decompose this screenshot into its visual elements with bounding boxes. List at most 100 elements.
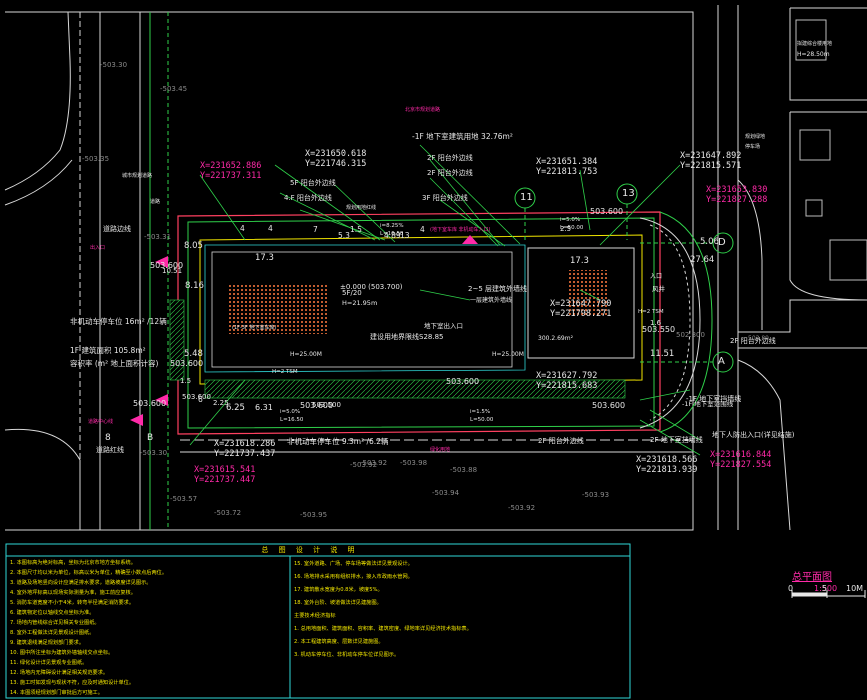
note-right-item: 15. 室外道路、广场、停车场等做法详见景观设计。 bbox=[294, 561, 413, 567]
label-l-s4: L=16.50 bbox=[280, 417, 304, 423]
bottom-road bbox=[180, 439, 693, 453]
label-l-building-name: 建设用地界限线S28.85 bbox=[370, 333, 444, 341]
notes-right-column: 15. 室外道路、广场、停车场等做法详见景观设计。 16. 场地排水采用有组织排水… bbox=[294, 558, 628, 662]
label-l-2-5-roof: 2~5 层建筑外墙线 bbox=[468, 285, 527, 293]
coord-c5-x: X=231652.886 bbox=[200, 161, 262, 171]
label-l-parking-left: 非机动车停车位 16m² /12辆 bbox=[70, 317, 167, 326]
leader-lines bbox=[189, 144, 701, 456]
label-l-s3: i=5.0% bbox=[280, 409, 301, 415]
note-left-item: 1. 本图标高为绝对标高，坐标为北京市地方坐标系统。 bbox=[10, 560, 136, 566]
elev-e22: -503.30 bbox=[100, 61, 128, 69]
left-road bbox=[4, 11, 169, 530]
dim-d-1151: 11.51 bbox=[650, 349, 675, 359]
elev-e16: -503.57 bbox=[170, 495, 198, 503]
entry-arrows bbox=[130, 235, 478, 426]
elev-e25: -503.30 bbox=[140, 449, 168, 457]
label-l-2f-outer: 2F 阳台外边线 bbox=[730, 337, 776, 345]
scale-10: 10M bbox=[846, 584, 864, 593]
note-left-item: 7. 场地内管线综合详见相关专业图纸。 bbox=[10, 620, 100, 626]
note-left-item: 10. 图中所注坐标为建筑外墙轴线交点坐标。 bbox=[10, 650, 114, 656]
label-l-5f-outline: 5F 阳台外边线 bbox=[290, 179, 336, 187]
elev-e1: 503.600 bbox=[150, 261, 184, 270]
dim-d-4: 4 bbox=[240, 224, 245, 233]
scale-0: 0 bbox=[788, 584, 794, 593]
coord-c2-y: Y=221813.753 bbox=[536, 167, 598, 177]
note-right-item: 17. 建筑散水宽度为0.8米，坡度5%。 bbox=[294, 587, 383, 593]
label-l-4f-outline: 4.F 阳台外边线 bbox=[284, 194, 332, 202]
label-l-entry-right: 入口 bbox=[650, 273, 663, 280]
drawing-scale: 1:500 bbox=[814, 584, 838, 593]
notes-title: 总 图 设 计 说 明 bbox=[261, 546, 359, 554]
elev-e2: 503.600 bbox=[170, 359, 204, 368]
elev-e14: -503.93 bbox=[582, 491, 610, 499]
coord-c5-y: Y=221737.311 bbox=[200, 171, 262, 181]
label-l-road-n: 道路 bbox=[150, 199, 161, 205]
label-l-green: 绿化用地 bbox=[430, 447, 451, 453]
note-left-item: 11. 绿化设计详见景观专业图纸。 bbox=[10, 660, 88, 666]
label-l-left-top: 城市规划道路 bbox=[122, 173, 153, 179]
dim-d-15: 1.5 bbox=[350, 225, 362, 234]
elev-e18: -503.95 bbox=[300, 511, 328, 519]
elev-e6: 503.550 bbox=[642, 325, 676, 334]
coord-c11-x: X=231616.844 bbox=[710, 450, 772, 460]
label-l-1f-area2: 容积率 (m² 地上面积计容) bbox=[70, 359, 159, 368]
coord-c4-y: Y=221827.288 bbox=[706, 195, 768, 205]
label-l-1f-basement: -1F 地下室挡墙线 bbox=[686, 395, 742, 403]
dim-d-58: 5.48 bbox=[184, 349, 203, 359]
note-left-item: 2. 本图尺寸均以米为单位，标高以米为单位，精确至小数点后两位。 bbox=[10, 570, 168, 576]
label-l-top-right-h: H=28.50m bbox=[797, 51, 830, 58]
label-l-right-small: 规划绿地 bbox=[745, 134, 766, 140]
bike-parking-hatch-left bbox=[169, 299, 185, 381]
label-l-s6: L=50.00 bbox=[560, 225, 584, 231]
dim-d-15b: 1.5 bbox=[180, 377, 192, 385]
dim-d-173a: 17.3 bbox=[255, 253, 274, 263]
coord-c4-x: X=231653.830 bbox=[706, 185, 768, 195]
dim-d-53: 5.3 bbox=[338, 231, 350, 240]
label-l-2f-outline-b: 2F 阳台外边线 bbox=[427, 169, 473, 177]
label-l-left-mid: 道路中心线 bbox=[88, 419, 114, 425]
label-l-s7: i=8.25% bbox=[380, 223, 404, 229]
elev-e26: 502.300 bbox=[676, 331, 705, 339]
coord-c11-y: Y=221827.554 bbox=[710, 460, 772, 470]
right-road bbox=[737, 19, 867, 531]
dim-d-25: 2.5 bbox=[560, 225, 572, 233]
dim-d-16: 1.6 bbox=[650, 319, 662, 327]
drawing-title: 总平面图 1:500 bbox=[792, 568, 867, 594]
coord-c9-y: Y=221737.447 bbox=[194, 475, 256, 485]
label-l-s5: i=5.0% bbox=[560, 217, 581, 223]
label-l-area-right: 300.2.69m² bbox=[538, 335, 573, 342]
label-l-3f-outline: 3F 阳台外边线 bbox=[422, 194, 468, 202]
site-boundary bbox=[177, 211, 661, 435]
label-l-h3: H=25.00M bbox=[492, 351, 524, 358]
dim-d-225: 2.25 bbox=[213, 399, 229, 407]
label-l-2-5-roof2: 一层建筑外墙线 bbox=[470, 297, 513, 304]
elev-e20: -503.88 bbox=[450, 466, 478, 474]
note-right-item: 16. 场地排水采用有组织排水，接入市政雨水管网。 bbox=[294, 574, 413, 580]
label-l-s1: i=1.5% bbox=[470, 409, 491, 415]
note-right-item: 主要技术经济指标 bbox=[294, 613, 336, 619]
dim-d-4b: 4 bbox=[268, 224, 273, 233]
elev-e21: -503.45 bbox=[160, 85, 188, 93]
coord-c6-y: Y=221798.271 bbox=[550, 309, 612, 319]
label-l-bike: (1F-3F 地下室车库) bbox=[232, 325, 277, 331]
coord-c3-y: Y=221815.571 bbox=[680, 161, 742, 171]
elev-e27: 503.89 bbox=[748, 335, 769, 342]
elev-e13: -503.94 bbox=[432, 489, 460, 497]
dim-d-6b: 6 bbox=[198, 395, 203, 404]
coord-c8-y: Y=221737.437 bbox=[214, 449, 276, 459]
elev-e15: -503.92 bbox=[508, 504, 536, 512]
elev-e12: -503.98 bbox=[400, 459, 428, 467]
notes-table-frame bbox=[5, 543, 631, 699]
label-l-s2: L=50.00 bbox=[470, 417, 494, 423]
label-l-right-lower: 地下人防出入口(详见结施) bbox=[712, 431, 795, 439]
stair-hatch-right bbox=[568, 270, 608, 316]
note-right-item: 2. 本工程建筑高度、层数详见建施图。 bbox=[294, 639, 384, 645]
label-l-road-edge2: 道路边线 bbox=[103, 225, 131, 233]
note-right-item: 3. 机动车停车位、非机动车停车位详见图示。 bbox=[294, 652, 400, 658]
axis-aA: A bbox=[718, 356, 725, 367]
elev-e24: -503.31 bbox=[144, 233, 172, 241]
label-l-top-right-box: 拟建综合楼用地 bbox=[797, 41, 833, 47]
label-l-exit: 出入口 bbox=[90, 245, 106, 251]
